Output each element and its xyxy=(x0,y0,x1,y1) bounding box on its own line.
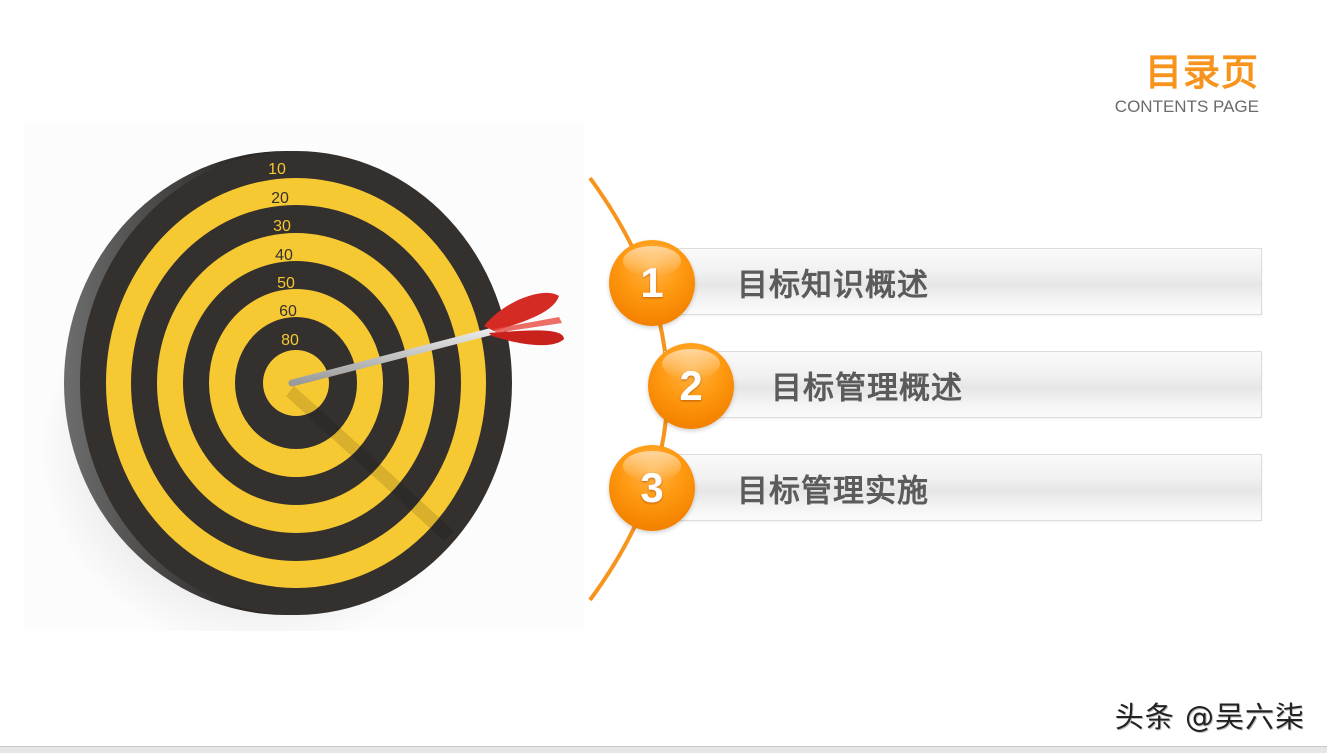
ring-label-80: 80 xyxy=(281,332,299,349)
number-badge-text: 3 xyxy=(640,464,664,511)
ring-label-60: 60 xyxy=(279,303,297,320)
bottom-strip xyxy=(0,746,1327,753)
number-badge-1: 1 xyxy=(609,240,695,326)
contents-item-label: 目标知识概述 xyxy=(737,267,929,303)
page-title: 目录页 xyxy=(1145,51,1259,94)
ring-label-50: 50 xyxy=(277,275,295,292)
number-badge-3: 3 xyxy=(609,445,695,531)
dartboard-icon: 10 20 30 40 50 60 80 xyxy=(39,151,564,651)
contents-item-label: 目标管理概述 xyxy=(771,370,963,406)
number-badge-text: 2 xyxy=(679,362,703,409)
contents-item-1[interactable]: 目标知识概述 xyxy=(664,248,1262,315)
contents-item-label: 目标管理实施 xyxy=(737,473,929,509)
watermark: 头条 @吴六柒 xyxy=(1114,700,1305,734)
contents-item-2[interactable]: 目标管理概述 xyxy=(664,351,1262,418)
number-badge-2: 2 xyxy=(648,343,734,429)
page-subtitle: CONTENTS PAGE xyxy=(1114,97,1259,116)
contents-item-3[interactable]: 目标管理实施 xyxy=(664,454,1262,521)
ring-label-30: 30 xyxy=(273,218,291,235)
ring-label-20: 20 xyxy=(271,190,289,207)
number-badge-text: 1 xyxy=(640,259,664,306)
ring-label-10: 10 xyxy=(268,161,286,178)
dartboard-illustration: 10 20 30 40 50 60 80 xyxy=(24,121,584,651)
ring-label-40: 40 xyxy=(275,247,293,264)
